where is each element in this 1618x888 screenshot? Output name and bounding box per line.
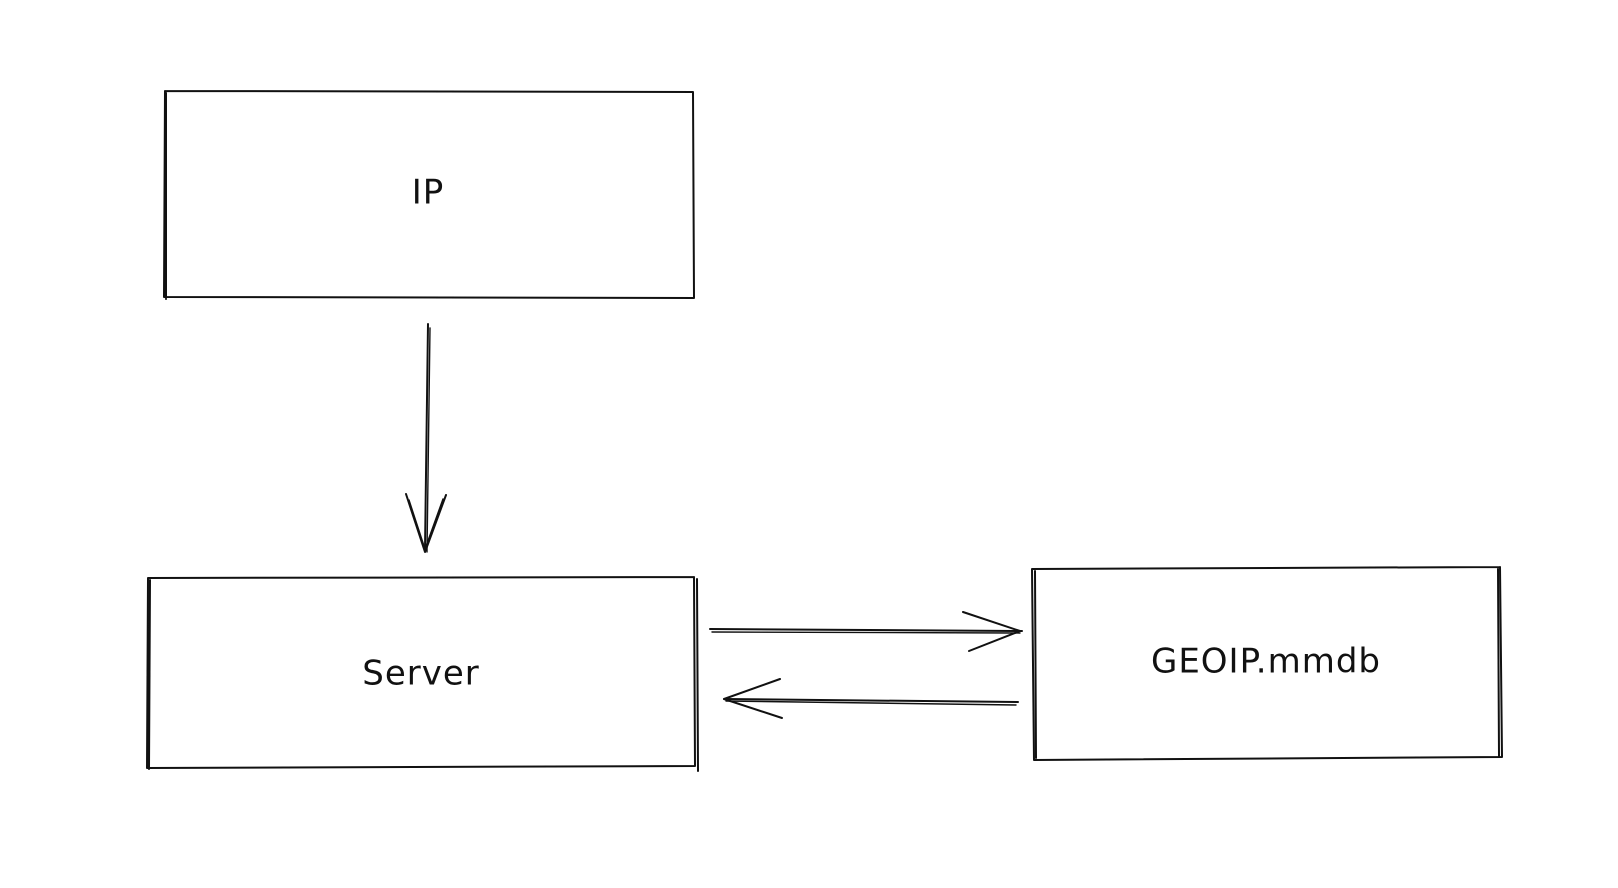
- arrow-ip-to-server: [405, 323, 447, 553]
- arrow-server-to-geoip: [709, 611, 1023, 652]
- server-box: [146, 576, 699, 772]
- arrow-geoip-to-server: [723, 678, 1019, 719]
- ip-node[interactable]: IP: [163, 90, 695, 300]
- server-node[interactable]: Server: [146, 576, 699, 772]
- geoip-label: GEOIP.mmdb: [1151, 642, 1381, 682]
- server-label: Server: [362, 654, 480, 694]
- ip-label: IP: [412, 173, 445, 213]
- ip-box: [163, 90, 695, 300]
- geoip-box: [1031, 566, 1503, 761]
- geoip-node[interactable]: GEOIP.mmdb: [1031, 566, 1503, 761]
